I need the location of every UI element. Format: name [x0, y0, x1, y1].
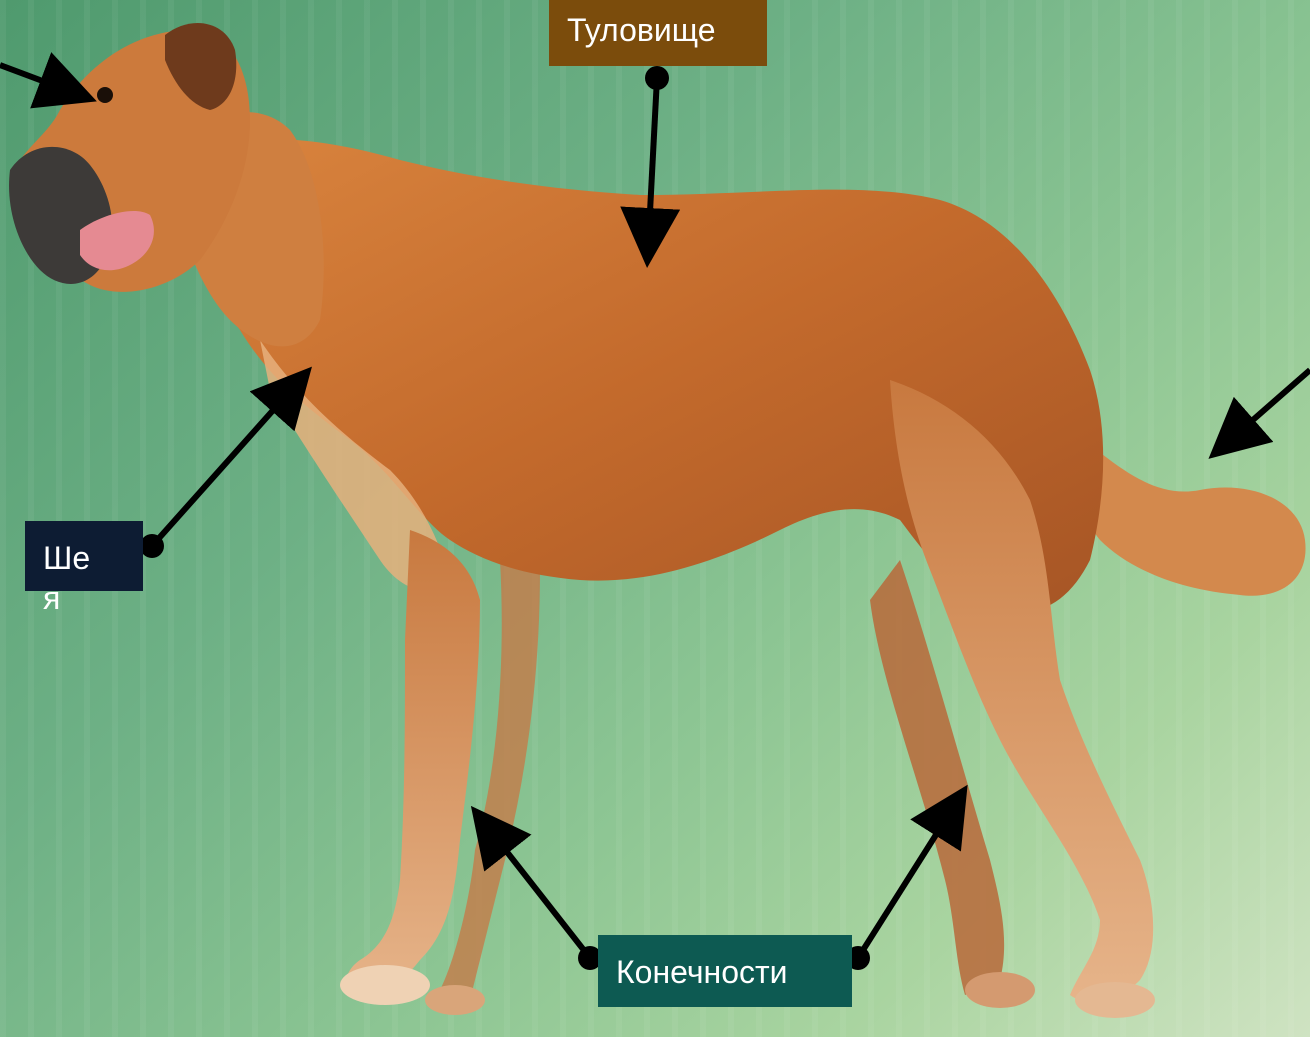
eye: [97, 87, 113, 103]
arrow-tail: [1222, 370, 1310, 447]
paw: [1075, 982, 1155, 1018]
near-front-leg: [346, 530, 480, 996]
limbs-label: Конечности: [598, 946, 828, 992]
arrow-neck: [152, 380, 300, 546]
arrow-limb-front: [482, 820, 590, 958]
neck-label: Шея: [25, 532, 125, 618]
paw: [425, 985, 485, 1015]
arrow-head: [0, 65, 80, 95]
paw: [965, 972, 1035, 1008]
arrow-limb-hind: [858, 800, 958, 958]
dot-torso: [645, 66, 669, 90]
paw: [340, 965, 430, 1005]
torso-label: Туловище: [549, 4, 767, 50]
dot-neck: [140, 534, 164, 558]
